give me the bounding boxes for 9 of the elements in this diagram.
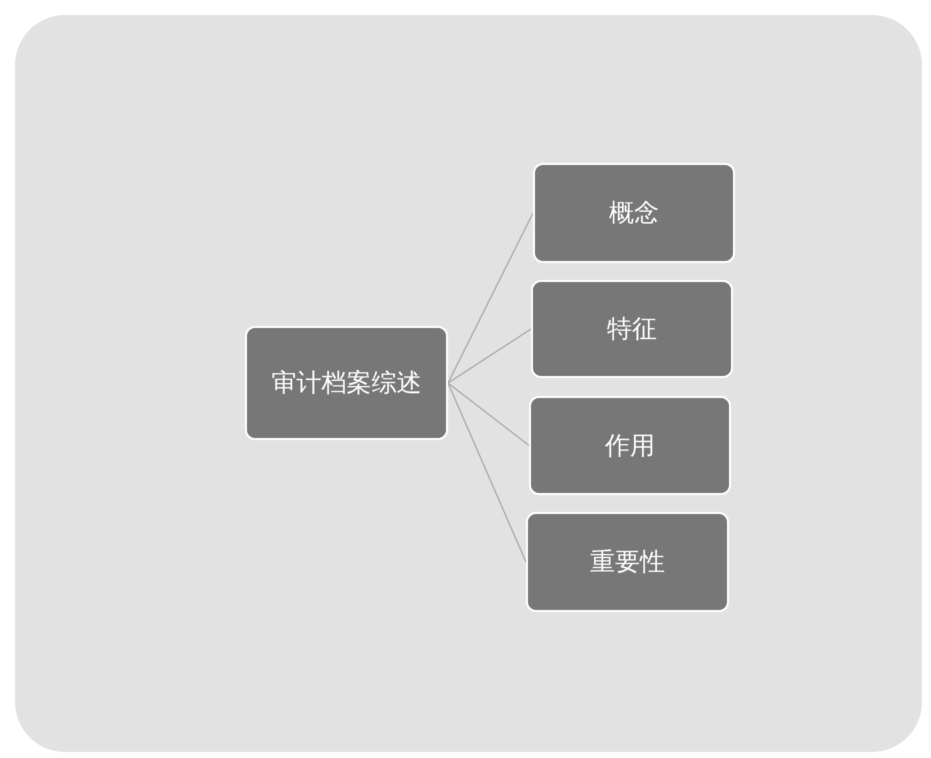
topic-box: 作用: [529, 396, 731, 495]
topic-box: 特征: [531, 280, 733, 378]
connector-line: [448, 382, 530, 446]
topic-box: 概念: [533, 163, 735, 263]
topic-box: 审计档案综述: [245, 326, 448, 440]
connector-line: [448, 328, 532, 384]
topic-box: 重要性: [526, 512, 729, 612]
connector-line: [447, 212, 534, 384]
connector-line: [447, 382, 527, 562]
